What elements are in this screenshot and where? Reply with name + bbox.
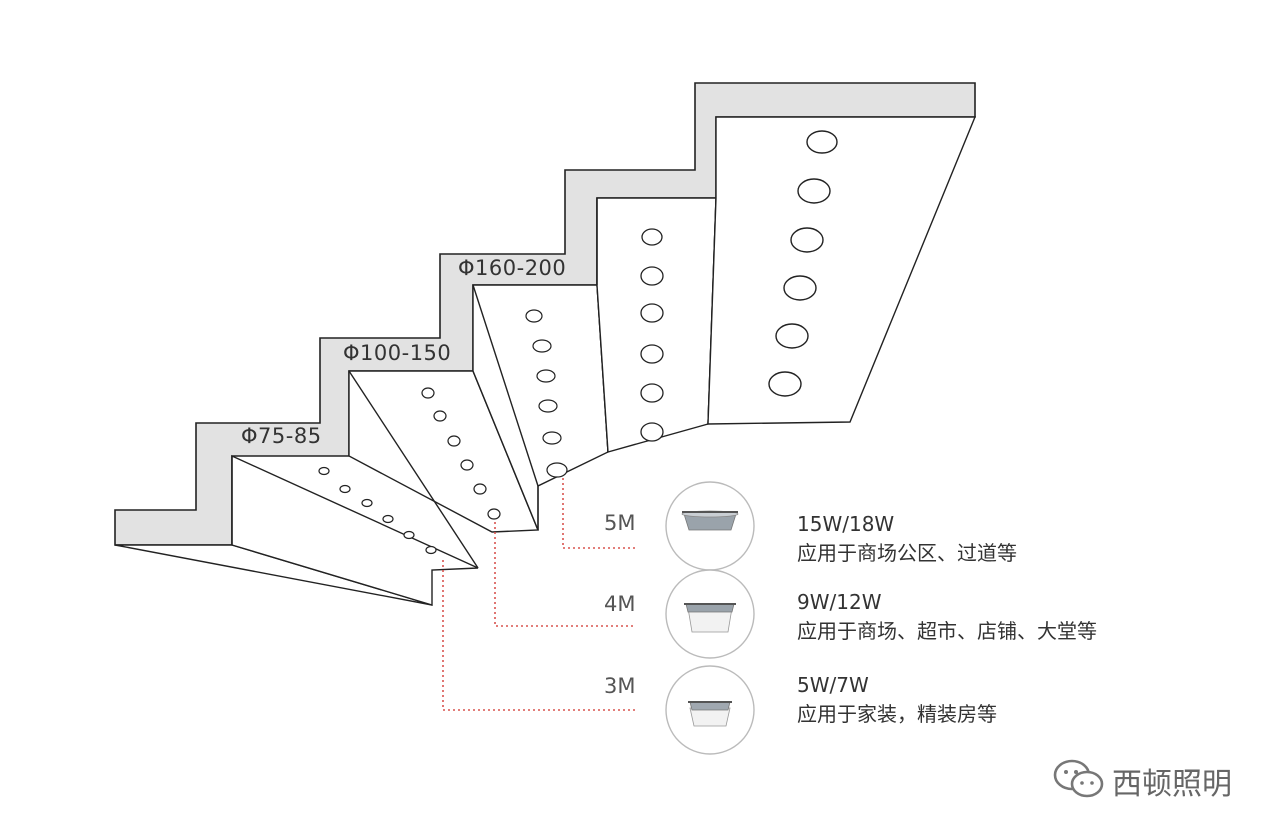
height-label-3m: 3M <box>604 674 636 698</box>
downlight-hole <box>640 303 664 323</box>
watermark: 西顿照明 <box>1052 758 1232 804</box>
downlight-hole <box>487 508 501 520</box>
diameter-label-medium: Φ100-150 <box>343 341 452 365</box>
downlight-hole <box>421 387 435 399</box>
spec-power: 15W/18W <box>797 512 895 536</box>
downlight-hole <box>641 228 663 246</box>
diameter-label-large: Φ160-200 <box>458 256 567 280</box>
downlight-hole <box>382 514 394 524</box>
spec-usage: 应用于商场、超市、店铺、大堂等 <box>797 619 1097 643</box>
downlight-hole <box>640 383 664 403</box>
downlight-hole <box>460 459 474 471</box>
product-circle-3m <box>665 665 755 755</box>
product-circle-4m <box>665 569 755 659</box>
watermark-text: 西顿照明 <box>1112 767 1232 802</box>
downlight-hole <box>806 130 838 154</box>
downlight-hole <box>538 399 558 413</box>
downlight-hole <box>546 462 568 478</box>
tier-top <box>707 116 977 425</box>
downlight-hole <box>318 466 330 476</box>
spec-usage: 应用于家装，精装房等 <box>797 702 997 726</box>
spec-power: 5W/7W <box>797 673 869 697</box>
downlight-hole <box>640 266 664 286</box>
spec-power: 9W/12W <box>797 590 882 614</box>
downlight-hole <box>790 227 824 253</box>
downlight-hole <box>532 339 552 353</box>
downlight-hole <box>640 344 664 364</box>
product-circle-5m <box>665 481 755 571</box>
wechat-icon <box>1052 758 1106 804</box>
leader-3m <box>442 560 636 711</box>
downlight-hole <box>361 498 373 508</box>
tier-4m <box>348 370 540 569</box>
downlight-hole <box>447 435 461 447</box>
downlight-hole <box>640 422 664 442</box>
downlight-hole <box>403 530 415 540</box>
leader-5m <box>562 478 636 549</box>
tier-upper <box>596 197 717 453</box>
downlight-hole <box>536 369 556 383</box>
downlight-hole <box>339 484 351 494</box>
downlight-hole <box>473 483 487 495</box>
downlight-hole <box>768 371 802 397</box>
height-label-4m: 4M <box>604 592 636 616</box>
spec-usage: 应用于商场公区、过道等 <box>797 541 1017 565</box>
downlight-hole <box>425 545 437 555</box>
diameter-label-small: Φ75-85 <box>241 424 322 448</box>
downlight-hole <box>433 410 447 422</box>
spec-5m: 15W/18W 应用于商场公区、过道等 <box>797 510 1017 568</box>
downlight-hole <box>775 323 809 349</box>
downlight-hole <box>783 275 817 301</box>
height-label-5m: 5M <box>604 511 636 535</box>
downlight-hole <box>797 178 831 204</box>
spec-4m: 9W/12W 应用于商场、超市、店铺、大堂等 <box>797 588 1097 646</box>
downlight-hole <box>525 309 543 323</box>
downlight-hole <box>542 431 562 445</box>
tier-3m <box>231 454 479 606</box>
spec-3m: 5W/7W 应用于家装，精装房等 <box>797 671 997 729</box>
